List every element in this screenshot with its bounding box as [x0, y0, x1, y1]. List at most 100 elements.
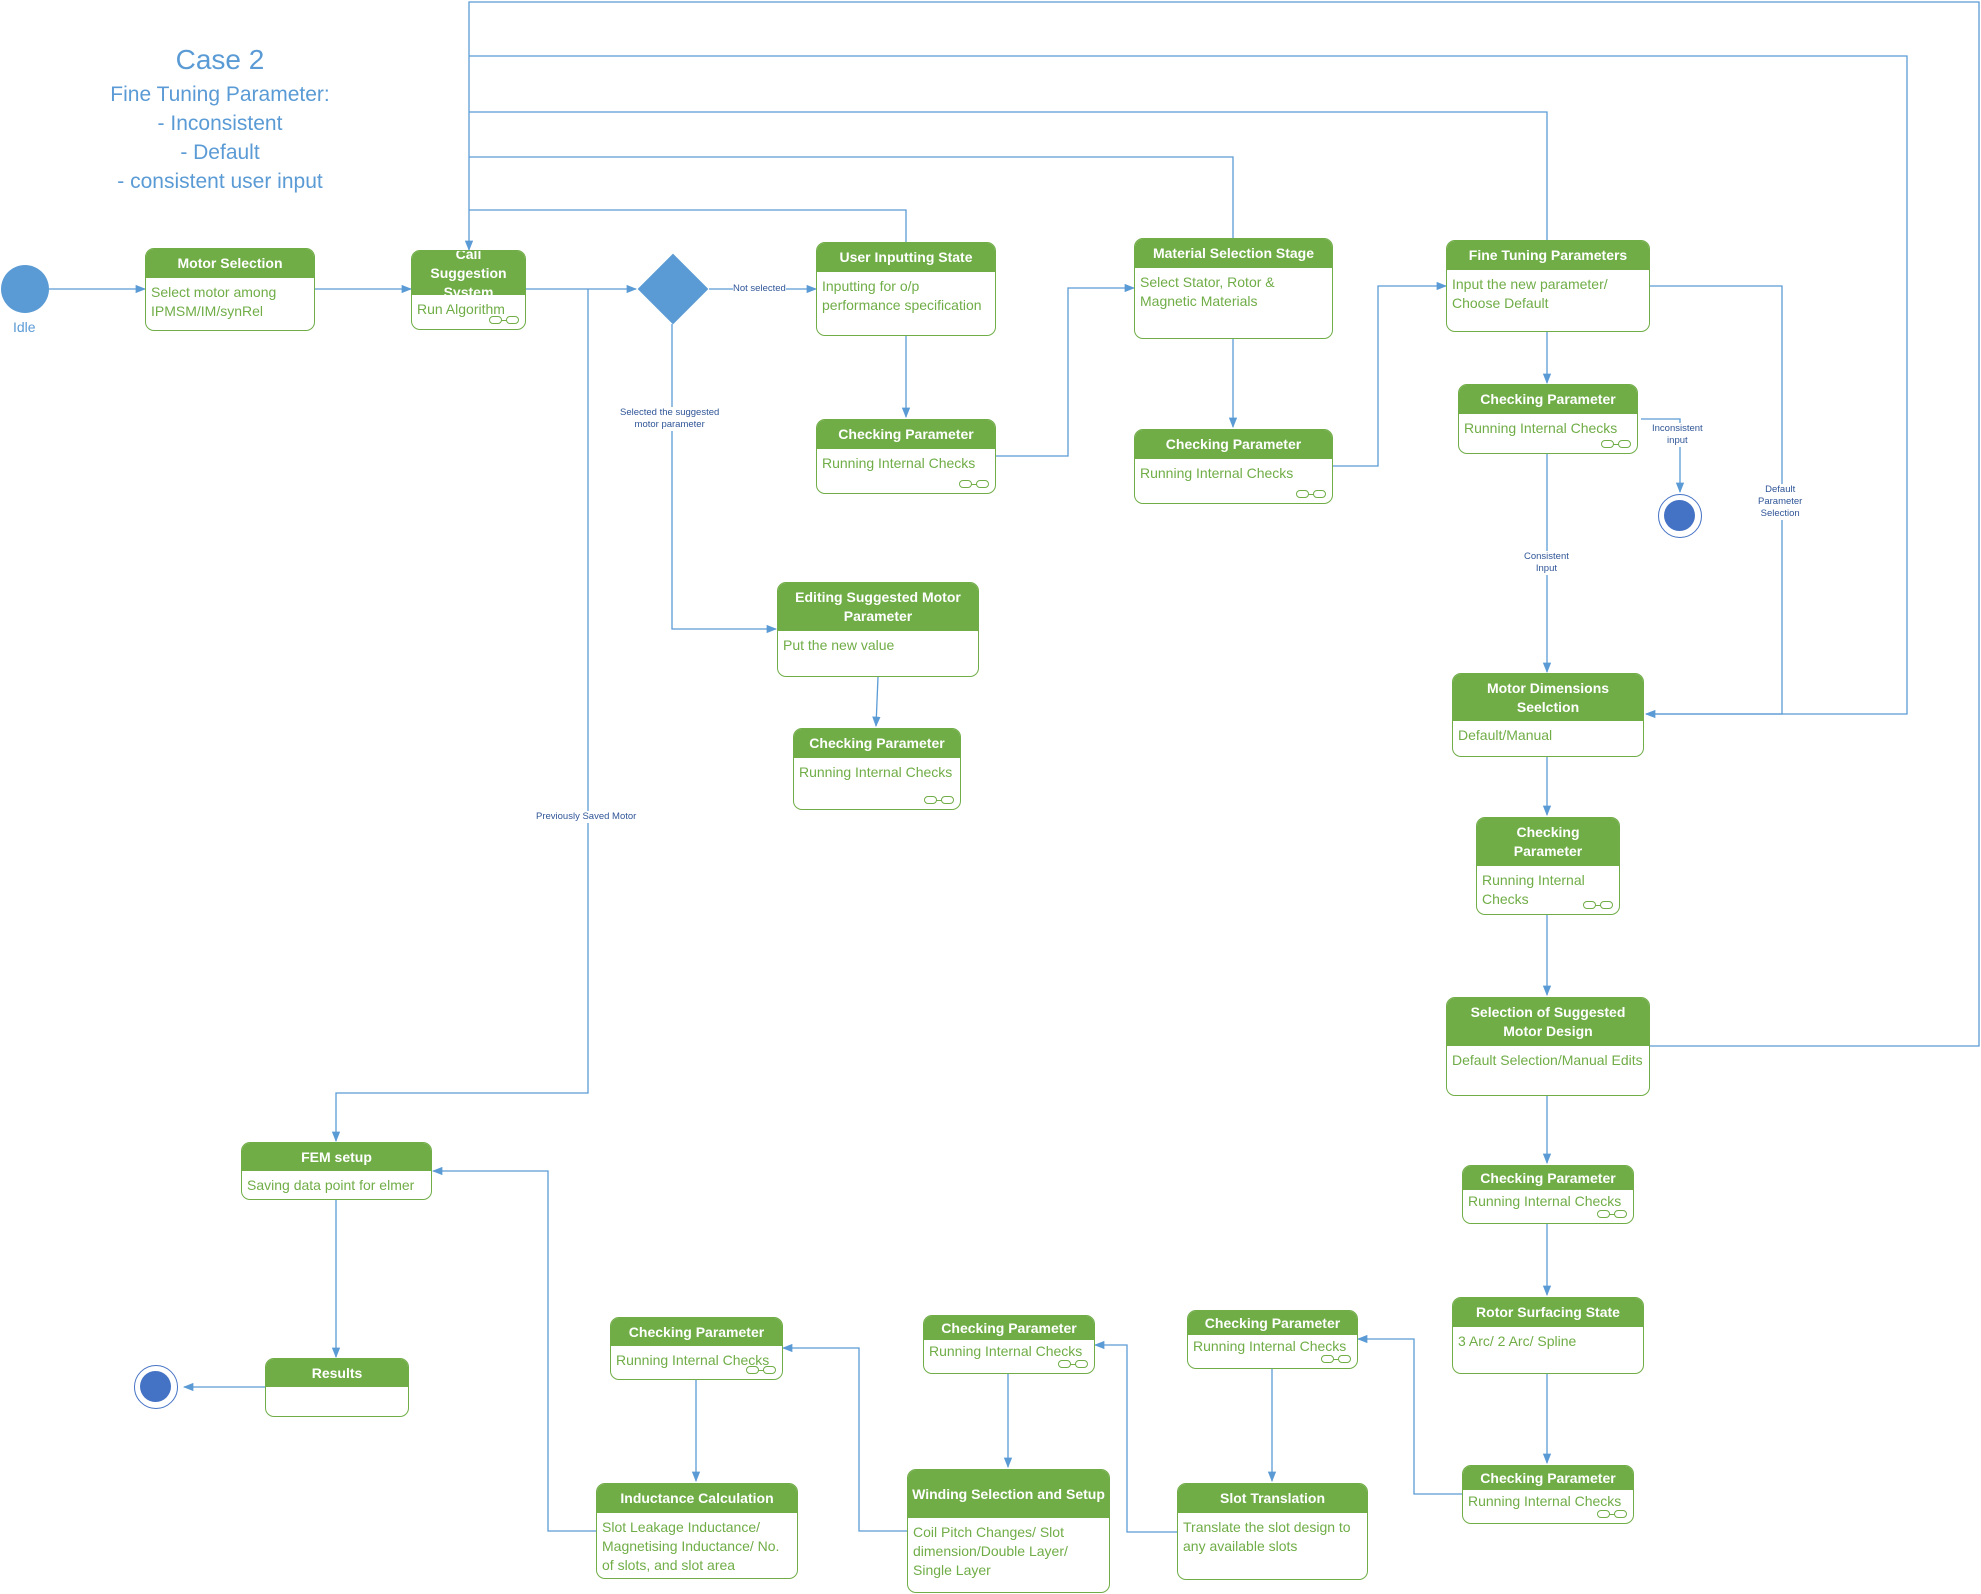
state-user-inputting: User Inputting State Inputting for o/p p… — [816, 242, 996, 336]
state-body: Default/Manual — [1458, 727, 1553, 743]
state-winding-selection: Winding Selection and Setup Coil Pitch C… — [907, 1469, 1110, 1593]
composite-icon — [489, 316, 519, 324]
composite-icon — [1597, 1510, 1627, 1518]
state-body: Default Selection/Manual Edits — [1452, 1052, 1643, 1068]
state-body: Run Algorithm — [417, 301, 505, 317]
state-body: Translate the slot design to any availab… — [1183, 1519, 1351, 1554]
state-check-slot: Checking Parameter Running Internal Chec… — [1187, 1310, 1358, 1369]
loop-from-fine-tuning — [469, 111, 1548, 240]
state-body: Running Internal Checks — [1193, 1338, 1347, 1354]
state-title: Rotor Surfacing State — [1453, 1298, 1643, 1327]
title-heading: Fine Tuning Parameter: — [110, 83, 330, 106]
state-title: Selection of Suggested Motor Design — [1447, 998, 1649, 1046]
state-rotor-surfacing: Rotor Surfacing State 3 Arc/ 2 Arc/ Spli… — [1452, 1297, 1644, 1374]
arrow-check-to-fine — [1332, 281, 1448, 467]
loop-from-dimensions — [469, 55, 1908, 715]
state-body: Select motor among IPMSM/IM/synRel — [151, 284, 277, 319]
state-title: Inductance Calculation — [597, 1484, 797, 1513]
final-node-inconsistent — [1658, 494, 1702, 538]
state-body: Slot Leakage Inductance/ Magnetising Ind… — [602, 1519, 780, 1573]
label-inconsistent-input: Inconsistent input — [1652, 423, 1703, 447]
state-body: Running Internal Checks — [799, 764, 953, 780]
state-title: Slot Translation — [1178, 1484, 1367, 1513]
state-title: Checking Parameter — [1463, 1466, 1633, 1490]
state-body: Running Internal Checks — [929, 1343, 1083, 1359]
case-title: Case 2 — [175, 44, 265, 75]
state-body: Running Internal Checks — [616, 1352, 770, 1368]
state-body: 3 Arc/ 2 Arc/ Spline — [1458, 1333, 1577, 1349]
arrow-check-to-material — [996, 283, 1136, 457]
title-item-inconsistent: - Inconsistent — [157, 112, 283, 135]
state-check-editing: Checking Parameter Running Internal Chec… — [793, 728, 961, 810]
state-title: Checking Parameter — [611, 1318, 782, 1346]
state-title: FEM setup — [242, 1143, 431, 1171]
label-default-parameter: Default Parameter Selection — [1758, 484, 1803, 520]
state-body: Input the new parameter/ Choose Default — [1452, 276, 1608, 311]
state-motor-dimensions: Motor Dimensions Seelction Default/Manua… — [1452, 673, 1644, 757]
state-title: Fine Tuning Parameters — [1447, 241, 1649, 270]
arrow-inductance-to-fem — [431, 1166, 596, 1532]
composite-icon — [959, 480, 989, 488]
state-body: Running Internal Checks — [1482, 872, 1585, 907]
state-title: Call Suggestion System — [412, 251, 525, 300]
state-slot-translation: Slot Translation Translate the slot desi… — [1177, 1483, 1368, 1580]
state-fem-setup: FEM setup Saving data point for elmer — [241, 1142, 432, 1200]
state-title: Winding Selection and Setup — [908, 1470, 1109, 1518]
decision-diamond — [637, 253, 709, 325]
composite-icon — [1296, 490, 1326, 498]
state-check-material: Checking Parameter Running Internal Chec… — [1134, 429, 1333, 504]
state-check-fine: Checking Parameter Running Internal Chec… — [1458, 384, 1638, 454]
state-results: Results — [265, 1358, 409, 1417]
composite-icon — [1321, 1355, 1351, 1363]
composite-icon — [1583, 901, 1613, 909]
state-check-winding: Checking Parameter Running Internal Chec… — [923, 1315, 1095, 1374]
label-previously-saved: Previously Saved Motor — [536, 811, 637, 823]
state-body: Running Internal Checks — [822, 455, 976, 471]
state-check-design: Checking Parameter Running Internal Chec… — [1462, 1165, 1634, 1224]
state-title: Checking Parameter — [1459, 385, 1637, 414]
state-body: Running Internal Checks — [1464, 420, 1618, 436]
state-editing-suggested: Editing Suggested Motor Parameter Put th… — [777, 582, 979, 677]
state-inductance-calc: Inductance Calculation Slot Leakage Indu… — [596, 1483, 798, 1579]
state-title: Checking Parameter — [1188, 1311, 1357, 1335]
state-body: Running Internal Checks — [1468, 1193, 1622, 1209]
loop-from-suggested-design — [464, 1, 1980, 1047]
label-not-selected: Not selected — [733, 283, 786, 295]
state-body — [266, 1387, 408, 1397]
state-body: Inputting for o/p performance specificat… — [822, 278, 982, 313]
state-title: Motor Selection — [146, 249, 314, 278]
state-check-rotor: Checking Parameter Running Internal Chec… — [1462, 1465, 1634, 1524]
label-selected-suggested: Selected the suggested motor parameter — [620, 407, 720, 431]
composite-icon — [1601, 440, 1631, 448]
state-body: Running Internal Checks — [1468, 1493, 1622, 1509]
title-item-default: - Default — [180, 141, 260, 164]
composite-icon — [1597, 1210, 1627, 1218]
state-suggested-design: Selection of Suggested Motor Design Defa… — [1446, 997, 1650, 1096]
composite-icon — [924, 796, 954, 804]
loop-from-material — [469, 156, 1234, 238]
state-title: Checking Parameter — [817, 420, 995, 449]
state-body: Running Internal Checks — [1140, 465, 1294, 481]
arrow-winding-to-inductance-check — [781, 1343, 907, 1532]
state-title: Checking Parameter — [1477, 818, 1619, 866]
initial-node — [1, 265, 49, 313]
diagram-title-block: Case 2 Fine Tuning Parameter: - Inconsis… — [60, 40, 380, 196]
state-fine-tuning: Fine Tuning Parameters Input the new par… — [1446, 240, 1650, 332]
final-node-end — [134, 1365, 178, 1409]
state-title: Results — [266, 1359, 408, 1387]
state-call-suggestion: Call Suggestion System Run Algorithm — [411, 250, 526, 330]
state-body: Coil Pitch Changes/ Slot dimension/Doubl… — [913, 1524, 1068, 1578]
composite-icon — [746, 1366, 776, 1374]
arrow-editing-to-check — [872, 676, 881, 728]
state-title: Material Selection Stage — [1135, 239, 1332, 268]
arrow-rotor-check-to-slot-check — [1356, 1334, 1462, 1495]
state-title: Editing Suggested Motor Parameter — [778, 583, 978, 631]
state-title: Checking Parameter — [1463, 1166, 1633, 1190]
arrow-saved-to-fem — [331, 289, 589, 1143]
state-material-selection: Material Selection Stage Select Stator, … — [1134, 238, 1333, 339]
state-check-inductance: Checking Parameter Running Internal Chec… — [610, 1317, 783, 1380]
loop-from-user-input — [469, 209, 907, 244]
state-title: Checking Parameter — [794, 729, 960, 758]
idle-label: Idle — [13, 319, 36, 335]
state-check-dimensions: Checking Parameter Running Internal Chec… — [1476, 817, 1620, 915]
